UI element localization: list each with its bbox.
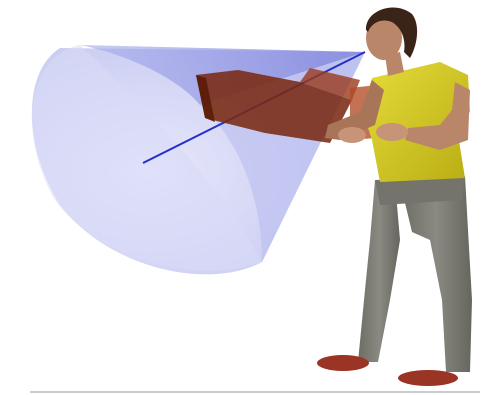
- left-hand: [338, 127, 366, 143]
- left-shoe: [317, 355, 369, 371]
- right-hand: [376, 123, 408, 141]
- right-shoe: [398, 370, 458, 386]
